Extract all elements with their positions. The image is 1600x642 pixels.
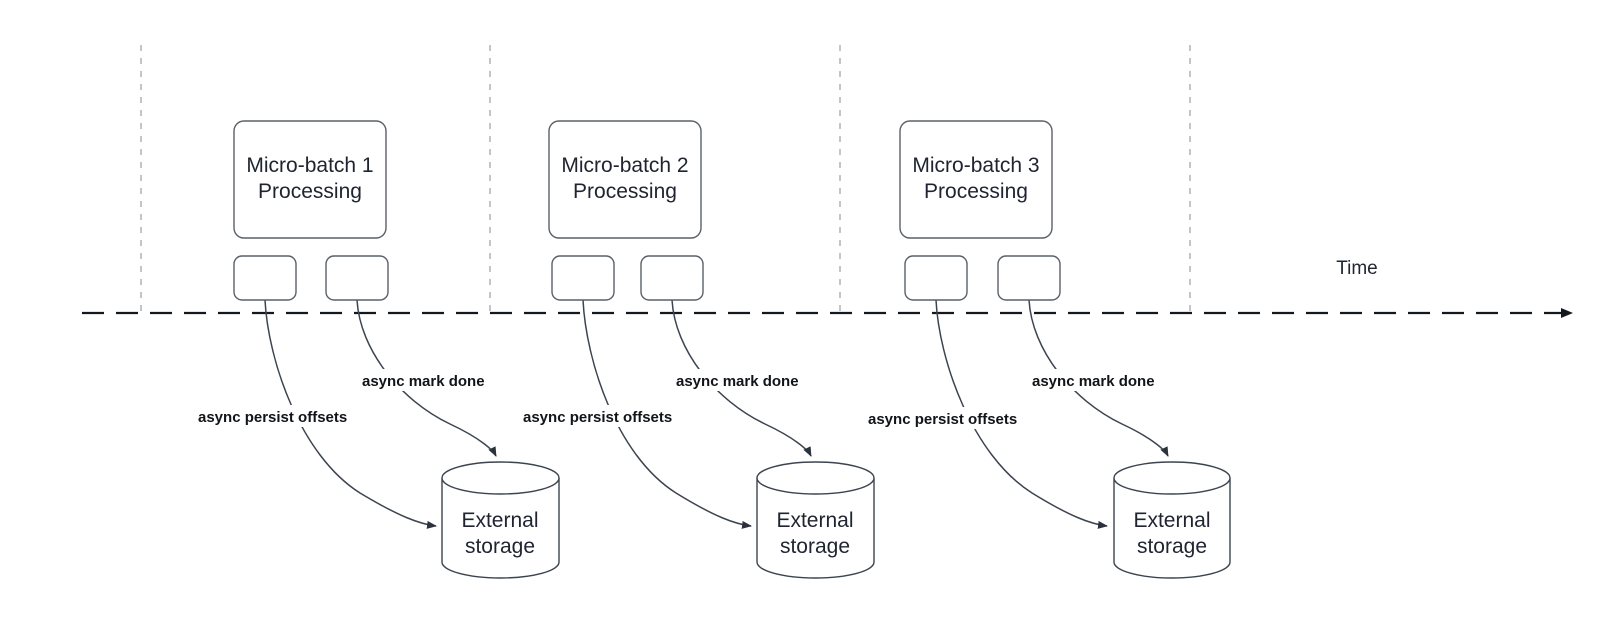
time-axis-label: Time (1336, 258, 1378, 279)
task-box-1b[interactable] (325, 255, 389, 301)
task-box-3b[interactable] (997, 255, 1061, 301)
external-storage-label-2-line1: External (776, 509, 853, 532)
async-persist-offsets-label-1: async persist offsets (198, 409, 347, 426)
micro-batch-box-3-line2: Processing (924, 180, 1028, 203)
external-storage-cylinder-1[interactable] (441, 461, 560, 579)
task-box-1a[interactable] (233, 255, 297, 301)
async-mark-done-arrow-1 (356, 299, 497, 457)
async-mark-done-label-2-bg (674, 369, 816, 391)
micro-batch-box-1[interactable] (233, 120, 387, 239)
micro-batch-box-2-line1: Micro-batch 2 (561, 154, 688, 177)
async-persist-offsets-label-3: async persist offsets (868, 411, 1017, 428)
async-mark-done-arrow-2 (671, 299, 812, 457)
async-mark-done-label-3-bg (1030, 369, 1172, 391)
async-persist-offsets-arrow-1 (264, 299, 437, 529)
async-mark-done-label-1: async mark done (362, 373, 485, 390)
external-storage-label-1-line2: storage (465, 535, 535, 558)
external-storage-cylinder-2[interactable] (756, 461, 875, 579)
async-persist-offsets-arrow-2 (582, 299, 752, 529)
async-mark-done-label-1-bg (360, 369, 502, 391)
external-storage-cylinder-3[interactable] (1113, 461, 1231, 579)
task-box-3a[interactable] (904, 255, 968, 301)
external-storage-label-1-line1: External (461, 509, 538, 532)
external-storage-label-2-line2: storage (780, 535, 850, 558)
task-box-2a[interactable] (551, 255, 615, 301)
micro-batch-box-2-line2: Processing (573, 180, 677, 203)
async-mark-done-label-2: async mark done (676, 373, 799, 390)
async-persist-offsets-arrow-3 (935, 299, 1108, 529)
micro-batch-box-2[interactable] (548, 120, 702, 239)
external-storage-label-3-line1: External (1133, 509, 1210, 532)
async-persist-offsets-label-1-bg (196, 405, 374, 427)
micro-batch-box-1-line2: Processing (258, 180, 362, 203)
async-persist-offsets-label-2-bg (521, 405, 699, 427)
micro-batch-box-3-line1: Micro-batch 3 (912, 154, 1039, 177)
external-storage-label-3-line2: storage (1137, 535, 1207, 558)
async-mark-done-arrow-3 (1028, 299, 1169, 457)
async-persist-offsets-label-2: async persist offsets (523, 409, 672, 426)
async-persist-offsets-label-3-bg (866, 407, 1044, 429)
task-box-2b[interactable] (640, 255, 704, 301)
micro-batch-box-3[interactable] (899, 120, 1053, 239)
micro-batch-box-1-line1: Micro-batch 1 (246, 154, 373, 177)
async-mark-done-label-3: async mark done (1032, 373, 1155, 390)
